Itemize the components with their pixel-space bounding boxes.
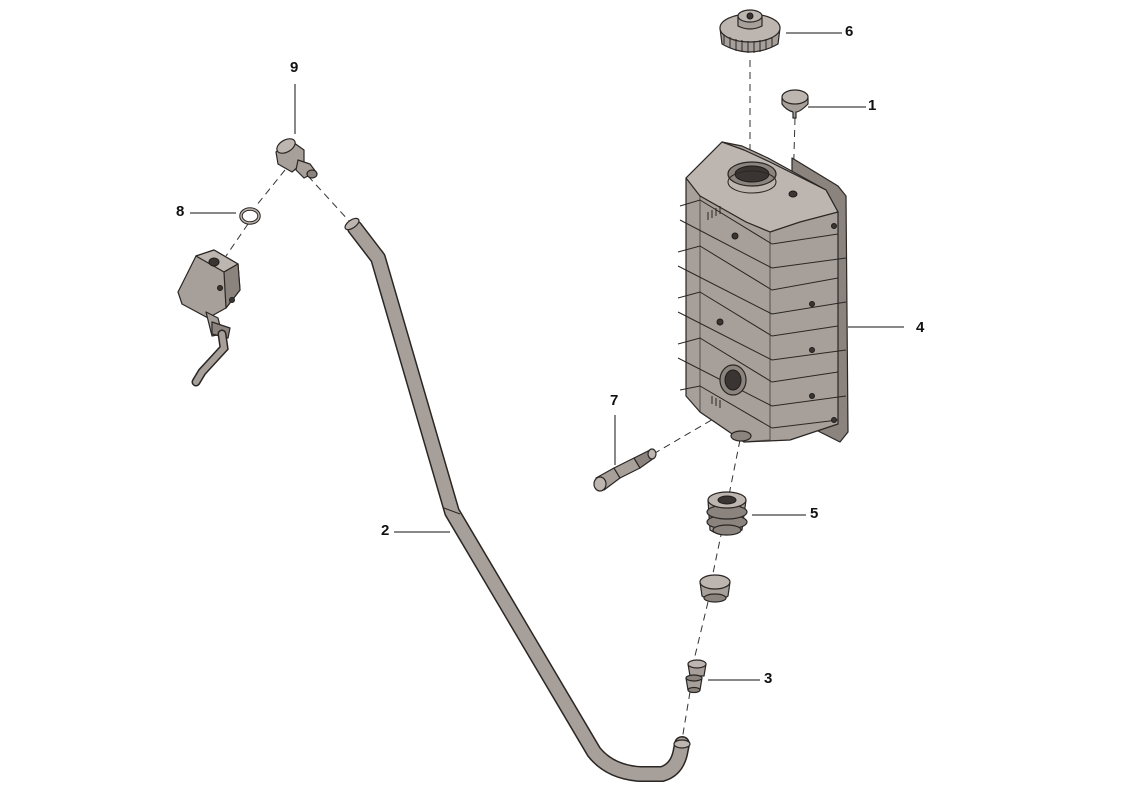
level-sensor[interactable] bbox=[593, 448, 657, 492]
callout-1-label: 1 bbox=[868, 97, 876, 114]
tank-plug[interactable] bbox=[699, 574, 731, 603]
callout-8-label: 8 bbox=[176, 203, 184, 220]
callout-2-label: 2 bbox=[381, 522, 389, 539]
reservoir-tank[interactable] bbox=[677, 141, 849, 443]
grommet[interactable] bbox=[706, 491, 748, 536]
o-ring[interactable] bbox=[239, 207, 261, 225]
assembly-lines bbox=[225, 60, 796, 741]
callout-7-label: 7 bbox=[610, 392, 618, 409]
callout-3-label: 3 bbox=[764, 670, 772, 687]
callout-9-label: 9 bbox=[290, 59, 298, 76]
hose[interactable] bbox=[343, 216, 691, 782]
breather-plug[interactable] bbox=[781, 89, 809, 119]
filler-cap[interactable] bbox=[719, 9, 781, 53]
callout-6-label: 6 bbox=[845, 23, 853, 40]
callout-5-label: 5 bbox=[810, 505, 818, 522]
pump-assembly[interactable] bbox=[177, 249, 241, 387]
hose-fitting[interactable] bbox=[685, 659, 707, 694]
elbow-connector[interactable] bbox=[274, 136, 318, 179]
callout-4-label: 4 bbox=[916, 319, 925, 336]
